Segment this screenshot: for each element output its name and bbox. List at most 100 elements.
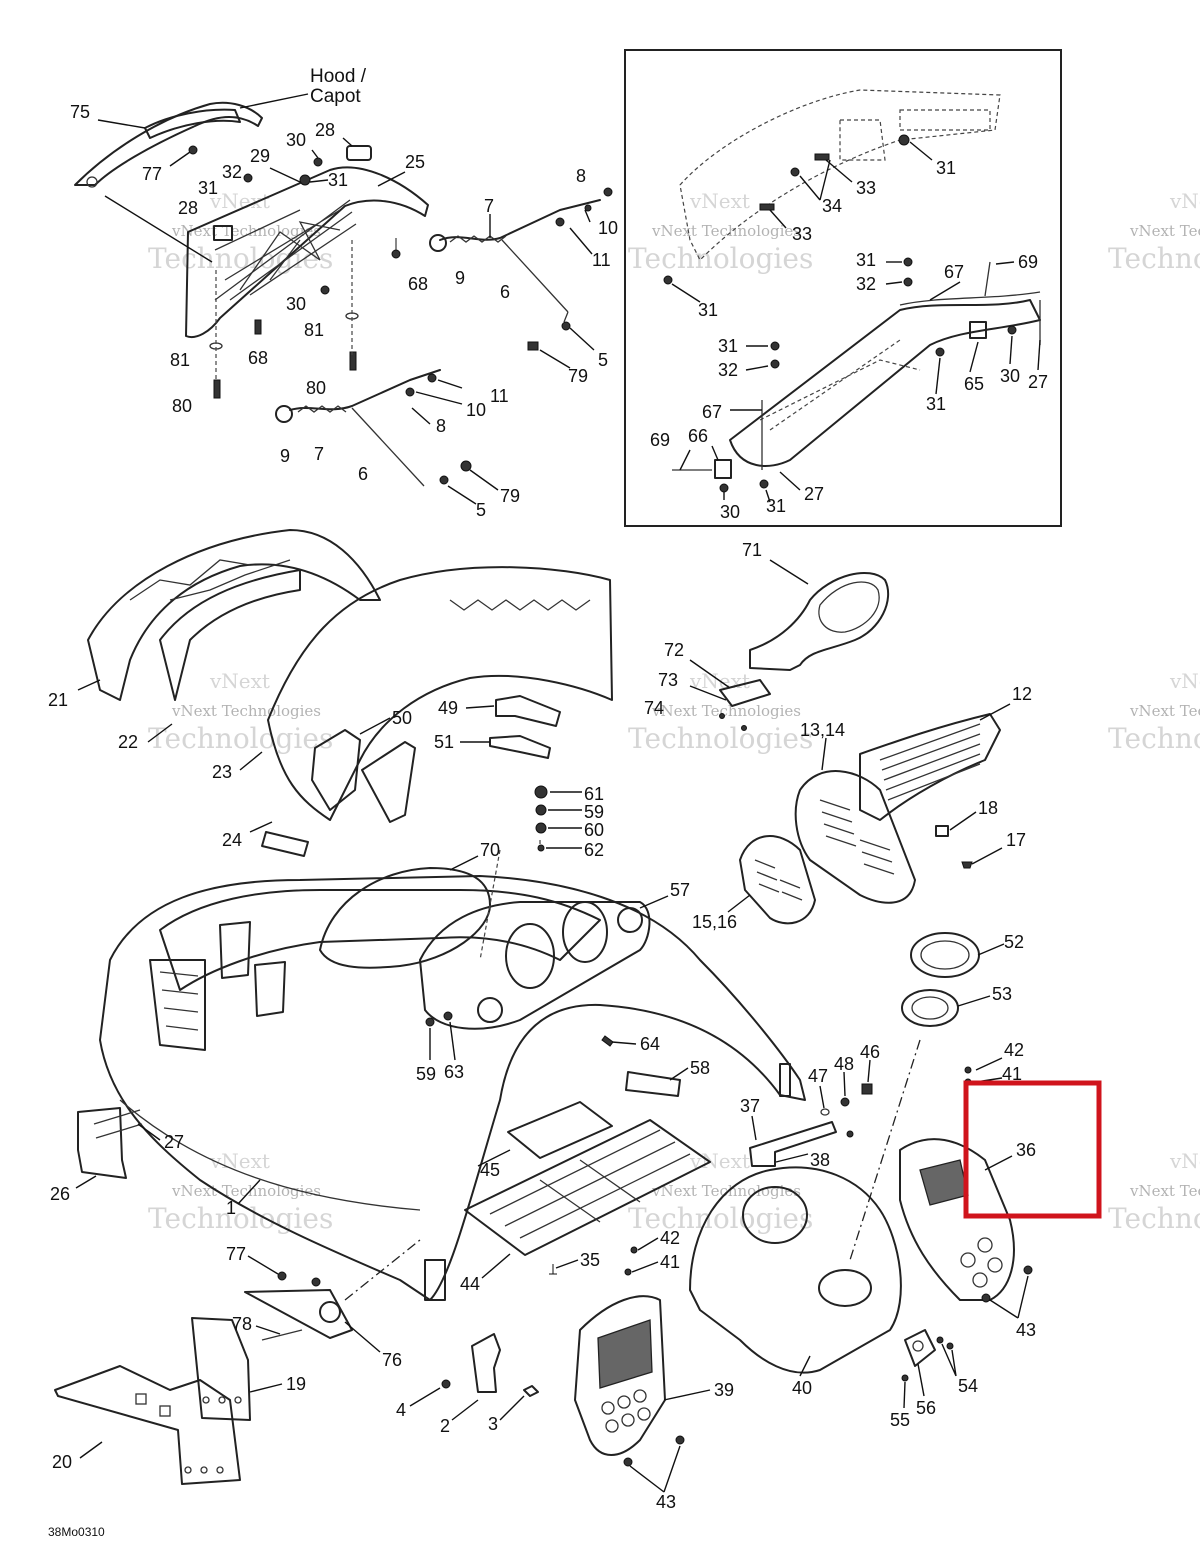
callout-label: 31 — [856, 250, 876, 270]
nut-77 — [277, 1271, 287, 1281]
vent-12-grille — [879, 723, 981, 801]
callout-label: 81 — [304, 320, 324, 340]
clip-10 — [584, 204, 592, 212]
highlight-box-part-36[interactable] — [963, 1080, 1102, 1219]
leader — [663, 1389, 711, 1401]
inset-nut-31d — [770, 341, 780, 351]
callout-label: 69 — [650, 430, 670, 450]
leader — [569, 327, 595, 351]
callout-label: 70 — [480, 840, 500, 860]
leader — [269, 167, 301, 183]
leader — [477, 1149, 511, 1167]
nut-10b — [405, 387, 415, 397]
callout-label: 5 — [476, 500, 486, 520]
rivet-43c — [623, 1457, 633, 1467]
leader — [679, 449, 691, 471]
callout-label: 52 — [1004, 932, 1024, 952]
panel-23-dash-cover — [267, 566, 613, 821]
center-brackets — [749, 1083, 873, 1167]
leader — [451, 1399, 479, 1421]
callout-label: 67 — [944, 262, 964, 282]
callout-label: 55 — [890, 1410, 910, 1430]
washer-59 — [535, 804, 547, 816]
screw-42b — [630, 1246, 638, 1254]
callout-label: 8 — [436, 416, 446, 436]
watermark-text: vNext Technologies — [651, 702, 801, 720]
plate-20-slot — [159, 1405, 171, 1417]
hood-label: Capot — [310, 86, 361, 107]
leader — [447, 485, 477, 505]
gauge-hole-1 — [505, 923, 555, 989]
leader — [629, 1445, 681, 1493]
nut-60 — [535, 822, 547, 834]
watermark-lower-right: vNext vNext Technologies Technologies — [1108, 1149, 1200, 1235]
watermark-text: Technologies — [628, 722, 813, 755]
gauge-hardware — [425, 785, 681, 1097]
watermark-text: vNext — [689, 1149, 750, 1173]
screw-68b — [254, 319, 262, 335]
leader — [984, 1155, 1013, 1171]
bolt-80 — [349, 351, 357, 371]
mirror-base-72 — [719, 679, 771, 707]
nut-3 — [523, 1385, 539, 1397]
leader — [745, 365, 769, 371]
leader — [611, 1041, 637, 1045]
bracket-37 — [749, 1121, 837, 1167]
callout-label: 68 — [248, 348, 268, 368]
inset-screw-30 — [1007, 325, 1017, 335]
bracket-76 — [244, 1289, 353, 1339]
callout-label: 74 — [644, 698, 664, 718]
panel-39-hole — [605, 1419, 619, 1433]
callout-label: 10 — [466, 400, 486, 420]
callout-label: 42 — [1004, 1040, 1024, 1060]
callout-label: 73 — [658, 670, 678, 690]
callout-label: 50 — [392, 708, 412, 728]
inset-nut-31e — [935, 347, 945, 357]
inset-nut-31f — [759, 479, 769, 489]
callout-label: 72 — [664, 640, 684, 660]
leader — [311, 149, 319, 159]
leader — [799, 1355, 811, 1377]
leader — [465, 705, 495, 709]
grommet-46 — [861, 1083, 873, 1095]
callout-label: 28 — [315, 120, 335, 140]
panel-21-detail — [129, 559, 291, 601]
plate-19 — [191, 1317, 251, 1421]
callout-label: 63 — [444, 1062, 464, 1082]
callout-label: 68 — [408, 274, 428, 294]
part-24-bracket — [261, 831, 309, 857]
watermark-text: vNext Technologies — [1129, 222, 1200, 240]
pull-ring-9 — [429, 234, 447, 252]
callout-label: 65 — [964, 374, 984, 394]
leader — [819, 1085, 825, 1109]
inset-ghost-frame-2 — [839, 109, 991, 161]
callout-label: 58 — [690, 1058, 710, 1078]
leader — [711, 445, 719, 461]
plate-20-hole — [216, 1466, 224, 1474]
callout-label: 26 — [50, 1184, 70, 1204]
leader — [169, 151, 191, 167]
drawing-code: 38Mo0310 — [48, 1525, 105, 1539]
callout-label: 31 — [926, 394, 946, 414]
callout-label: 30 — [286, 130, 306, 150]
inset-detail-box — [624, 49, 1062, 527]
callout-label: 18 — [978, 798, 998, 818]
callout-label: 66 — [688, 426, 708, 446]
bolt-80b — [213, 379, 221, 399]
screw-54 — [936, 1336, 944, 1344]
callout-label: 5 — [598, 350, 608, 370]
panel-22 — [159, 569, 301, 701]
leader — [499, 1395, 525, 1421]
callout-label: 67 — [702, 402, 722, 422]
inset-border — [624, 49, 1062, 527]
screw-74b — [741, 725, 747, 731]
main-hood-body — [99, 840, 806, 1301]
watermark-text: vNext — [209, 669, 270, 693]
callout-label: 48 — [834, 1054, 854, 1074]
washer-62 — [537, 844, 545, 852]
leader — [929, 281, 961, 301]
callout-label: 59 — [416, 1064, 436, 1084]
callout-label: 7 — [314, 444, 324, 464]
part-49-clip — [495, 695, 561, 727]
callout-label: 9 — [280, 446, 290, 466]
